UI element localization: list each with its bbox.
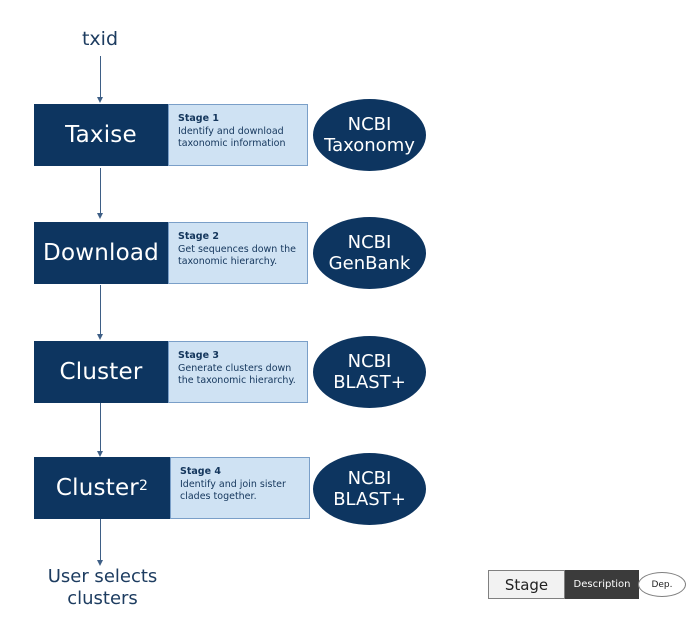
arrow-stage-2-to-stage-3 <box>97 285 103 340</box>
end-label-line-1: User selects <box>47 566 158 587</box>
stage-2-dependency-line-1: NCBI <box>347 232 392 253</box>
stage-2-name: Download <box>34 222 168 284</box>
stage-1-dependency: NCBI Taxonomy <box>313 99 426 171</box>
arrow-stage-1-to-stage-2 <box>97 168 103 219</box>
legend-dependency: Dep. <box>638 572 686 597</box>
arrow-stage-3-to-stage-4 <box>97 403 103 457</box>
stage-1-dependency-line-2: Taxonomy <box>324 135 415 156</box>
legend-stage: Stage <box>488 570 565 599</box>
start-label: txid <box>81 28 119 50</box>
stage-4-description: Stage 4 Identify and join sister clades … <box>170 457 310 519</box>
stage-3-number: Stage 3 <box>178 350 219 361</box>
stage-3-description-line-1: Generate clusters down <box>178 362 292 374</box>
stage-4-dependency-line-1: NCBI <box>347 468 392 489</box>
stage-2-dependency-line-2: GenBank <box>328 253 411 274</box>
stage-3-description: Stage 3 Generate clusters down the taxon… <box>168 341 308 403</box>
stage-4-dependency: NCBI BLAST+ <box>313 453 426 525</box>
stage-3-dependency: NCBI BLAST+ <box>313 336 426 408</box>
stage-2-number: Stage 2 <box>178 231 219 242</box>
stage-4-name-text: Cluster <box>55 475 139 501</box>
stage-4-description-line-1: Identify and join sister <box>180 478 286 490</box>
stage-1-number: Stage 1 <box>178 113 219 124</box>
stage-2-name-text: Download <box>43 240 159 266</box>
stage-1-name: Taxise <box>34 104 168 166</box>
end-label-line-2: clusters <box>67 588 138 609</box>
stage-4-name-superscript: 2 <box>138 478 149 494</box>
stage-2-description: Stage 2 Get sequences down the taxonomic… <box>168 222 308 284</box>
stage-1-description: Stage 1 Identify and download taxonomic … <box>168 104 308 166</box>
stage-1-description-line-2: taxonomic information <box>178 138 286 149</box>
stage-2-dependency: NCBI GenBank <box>313 217 426 289</box>
stage-2-description-line-1: Get sequences down the <box>178 243 296 255</box>
stage-4-dependency-line-2: BLAST+ <box>333 489 406 510</box>
arrow-stage-4-to-end <box>97 519 103 566</box>
arrow-start-to-stage-1 <box>97 56 103 103</box>
stage-1-dependency-line-1: NCBI <box>347 114 392 135</box>
stage-1-description-line-1: Identify and download <box>178 125 284 137</box>
stage-3-name-text: Cluster <box>59 359 143 385</box>
stage-3-name: Cluster <box>34 341 168 403</box>
stage-2-description-line-2: taxonomic hierarchy. <box>178 256 278 267</box>
stage-4-description-line-2: clades together. <box>180 491 257 502</box>
legend-description: Description <box>565 570 639 599</box>
stage-4-number: Stage 4 <box>180 466 221 477</box>
stage-3-dependency-line-2: BLAST+ <box>333 372 406 393</box>
stage-3-dependency-line-1: NCBI <box>347 351 392 372</box>
end-label: User selects clusters <box>30 566 175 610</box>
stage-3-description-line-2: the taxonomic hierarchy. <box>178 375 296 386</box>
stage-1-name-text: Taxise <box>65 122 137 148</box>
